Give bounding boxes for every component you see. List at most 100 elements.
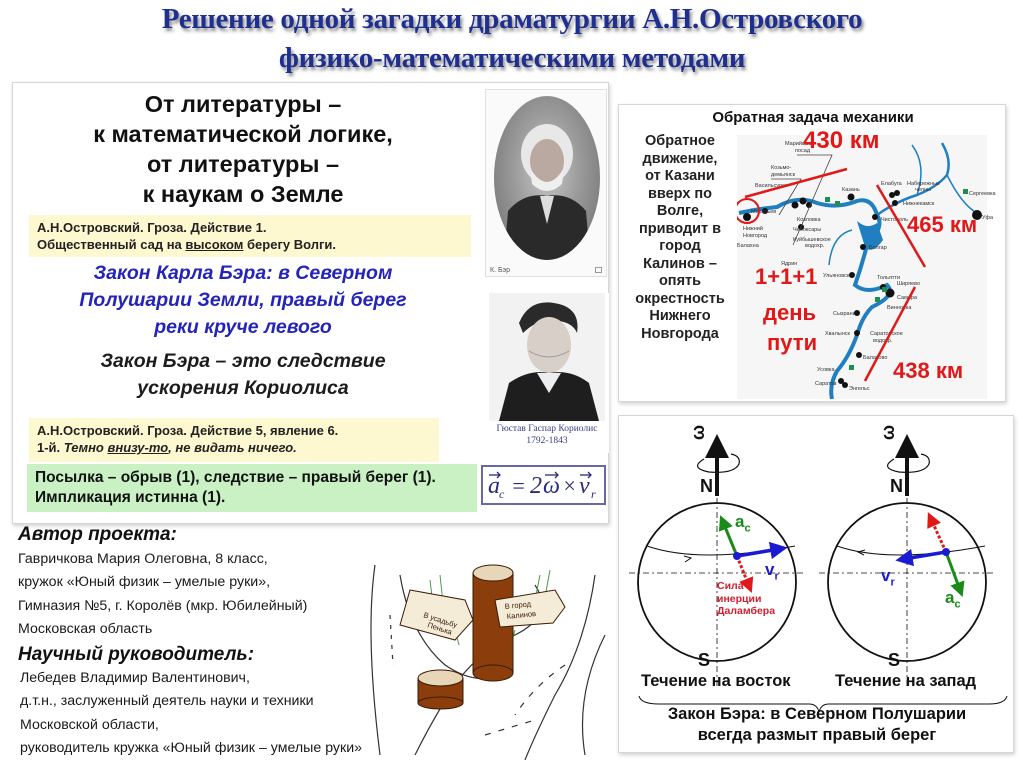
panel-heading: От литературы – к математической логике,… xyxy=(13,89,473,209)
svg-text:Козловка: Козловка xyxy=(797,217,821,223)
sign-right-line1: В город xyxy=(504,599,532,611)
map-description: Обратное движение, от Казани вверх по Во… xyxy=(635,133,725,342)
enlarge-icon[interactable] xyxy=(595,267,602,273)
logic-conclusion: Посылка – обрыв (1), следствие – правый … xyxy=(27,464,477,512)
author-info: Гавричкова Мария Олеговна, 8 класс, круж… xyxy=(18,551,308,637)
baer-photo xyxy=(494,96,600,260)
svg-text:Хвалынск: Хвалынск xyxy=(825,331,851,337)
quote-line: А.Н.Островский. Гроза. Действие 5, явлен… xyxy=(37,423,339,438)
coriolis-caption: Гюстав Гаспар Кориолис 1792-1843 xyxy=(496,424,598,446)
svg-text:Макарьев: Макарьев xyxy=(751,209,776,215)
svg-text:v: v xyxy=(579,473,590,499)
quote-line: Общественный сад на высоком берегу Волги… xyxy=(37,237,336,252)
svg-text:посад: посад xyxy=(795,148,811,154)
north-label-left: N xyxy=(700,476,713,496)
heading-line: от литературы – xyxy=(146,151,340,177)
supervisor-heading: Научный руководитель: xyxy=(18,644,255,665)
coriolis-portrait: Гюстав Гаспар Кориолис 1792-1843 xyxy=(485,293,609,453)
days-label-2: день xyxy=(763,300,817,325)
underlined-word: внизу-то xyxy=(107,440,169,455)
title-line-2: физико-математическими методами xyxy=(278,42,746,74)
heading-line: к математической логике, xyxy=(93,121,393,147)
play-quote-act1: А.Н.Островский. Гроза. Действие 1. Общес… xyxy=(29,215,471,257)
north-label-right: N xyxy=(890,476,903,496)
svg-text:ω: ω xyxy=(543,473,560,499)
coriolis-law-statement: Закон Бэра – это следствие ускорения Кор… xyxy=(100,350,386,399)
svg-text:челны: челны xyxy=(915,187,931,193)
svg-text:Васильсурск: Васильсурск xyxy=(755,183,788,189)
svg-text:Балахна: Балахна xyxy=(737,243,760,249)
baer-portrait: К. Бэр xyxy=(485,89,607,277)
south-label-left: S xyxy=(698,650,711,670)
svg-text:Энгельс: Энгельс xyxy=(849,386,870,392)
svg-text:Елабуга: Елабуга xyxy=(881,181,903,187)
svg-text:Тольятти: Тольятти xyxy=(877,275,900,281)
svg-text:Балаково: Балаково xyxy=(863,355,887,361)
svg-text:Усовка: Усовка xyxy=(817,367,835,373)
flow-west-label: Течение на запад xyxy=(835,672,977,690)
svg-text:водохр.: водохр. xyxy=(873,338,893,344)
sign-right-line2: Калинов xyxy=(506,609,536,621)
ac-label-left: ac xyxy=(735,512,751,535)
svg-text:Нижнекамск: Нижнекамск xyxy=(903,201,935,207)
svg-text:Ширяево: Ширяево xyxy=(897,281,920,287)
svg-text:a: a xyxy=(488,473,500,499)
coriolis-diagram-panel: ω N S ac vr Сила инерции Даламбера ω N S… xyxy=(618,415,1014,753)
svg-text:Новгород: Новгород xyxy=(743,233,768,239)
baer-caption: К. Бэр xyxy=(490,267,511,274)
quote-line: 1-й. Темно внизу-то, не видать ничего. xyxy=(37,440,297,455)
svg-text:Винновка: Винновка xyxy=(887,305,912,311)
svg-text:=: = xyxy=(511,473,526,498)
play-quote-act5: А.Н.Островский. Гроза. Действие 5, явлен… xyxy=(29,418,439,462)
svg-text:Козьмо-: Козьмо- xyxy=(771,165,791,171)
svg-text:Марийский: Марийский xyxy=(785,140,813,147)
inertia-force-label: Сила инерции Даламбера xyxy=(717,580,776,617)
svg-text:водохр.: водохр. xyxy=(805,243,825,249)
author-heading: Автор проекта: xyxy=(18,524,177,545)
svg-text:Ульяновск: Ульяновск xyxy=(823,273,850,279)
baer-law-statement: Закон Карла Бэра: в Северном Полушарии З… xyxy=(79,262,407,338)
supervisor-info: Лебедев Владимир Валентинович, д.т.н., з… xyxy=(20,670,363,756)
svg-text:Нижний: Нижний xyxy=(743,225,763,232)
inverse-mechanics-panel: Обратная задача механики Обратное движен… xyxy=(618,104,1006,402)
coriolis-formula: a c = 2 ω × v r xyxy=(481,465,606,505)
svg-text:Сергеевка: Сергеевка xyxy=(969,191,997,197)
distance-label-1: 430 км xyxy=(803,127,880,154)
omega-label-right: ω xyxy=(878,424,899,441)
ac-label-right: ac xyxy=(945,588,961,611)
svg-text:Куйбышевское: Куйбышевское xyxy=(793,236,831,243)
svg-text:Набережные: Набережные xyxy=(907,181,940,187)
coriolis-diagram xyxy=(629,434,1008,713)
coriolis-photo xyxy=(489,293,605,421)
heading-line: к наукам о Земле xyxy=(142,181,344,207)
heading-line: От литературы – xyxy=(144,91,342,117)
south-label-right: S xyxy=(888,650,901,670)
vr-label-left: vr xyxy=(765,560,779,583)
title-line-1: Решение одной загадки драматургии А.Н.Ос… xyxy=(161,3,863,35)
baer-law-caption: Закон Бэра: в Северном Полушарии всегда … xyxy=(667,705,967,744)
svg-text:×: × xyxy=(562,473,577,498)
svg-text:Чистополь: Чистополь xyxy=(881,217,908,223)
svg-text:Сызрань: Сызрань xyxy=(833,311,856,317)
omega-label-left: ω xyxy=(688,424,709,441)
map-title: Обратная задача механики xyxy=(712,109,914,126)
svg-text:Болгар: Болгар xyxy=(869,245,887,251)
distance-label-2: 465 км xyxy=(907,212,978,237)
svg-text:r: r xyxy=(591,487,596,501)
vr-label-right: vr xyxy=(881,566,895,589)
svg-text:2: 2 xyxy=(530,473,542,499)
svg-text:Самара: Самара xyxy=(897,295,918,301)
quote-line: А.Н.Островский. Гроза. Действие 1. xyxy=(37,220,267,235)
svg-text:Ядрин: Ядрин xyxy=(781,261,797,267)
svg-text:Казань: Казань xyxy=(842,187,860,193)
literature-logic-panel: От литературы – к математической логике,… xyxy=(12,82,609,524)
flow-east-label: Течение на восток xyxy=(641,672,791,690)
underlined-word: высоком xyxy=(185,237,244,252)
svg-text:Уфа: Уфа xyxy=(982,215,994,221)
svg-text:демьянск: демьянск xyxy=(771,172,796,178)
days-label-3: пути xyxy=(767,330,818,355)
svg-text:Чебоксары: Чебоксары xyxy=(793,227,821,233)
distance-label-3: 438 км xyxy=(893,358,964,383)
svg-text:Саратов: Саратов xyxy=(815,381,837,387)
